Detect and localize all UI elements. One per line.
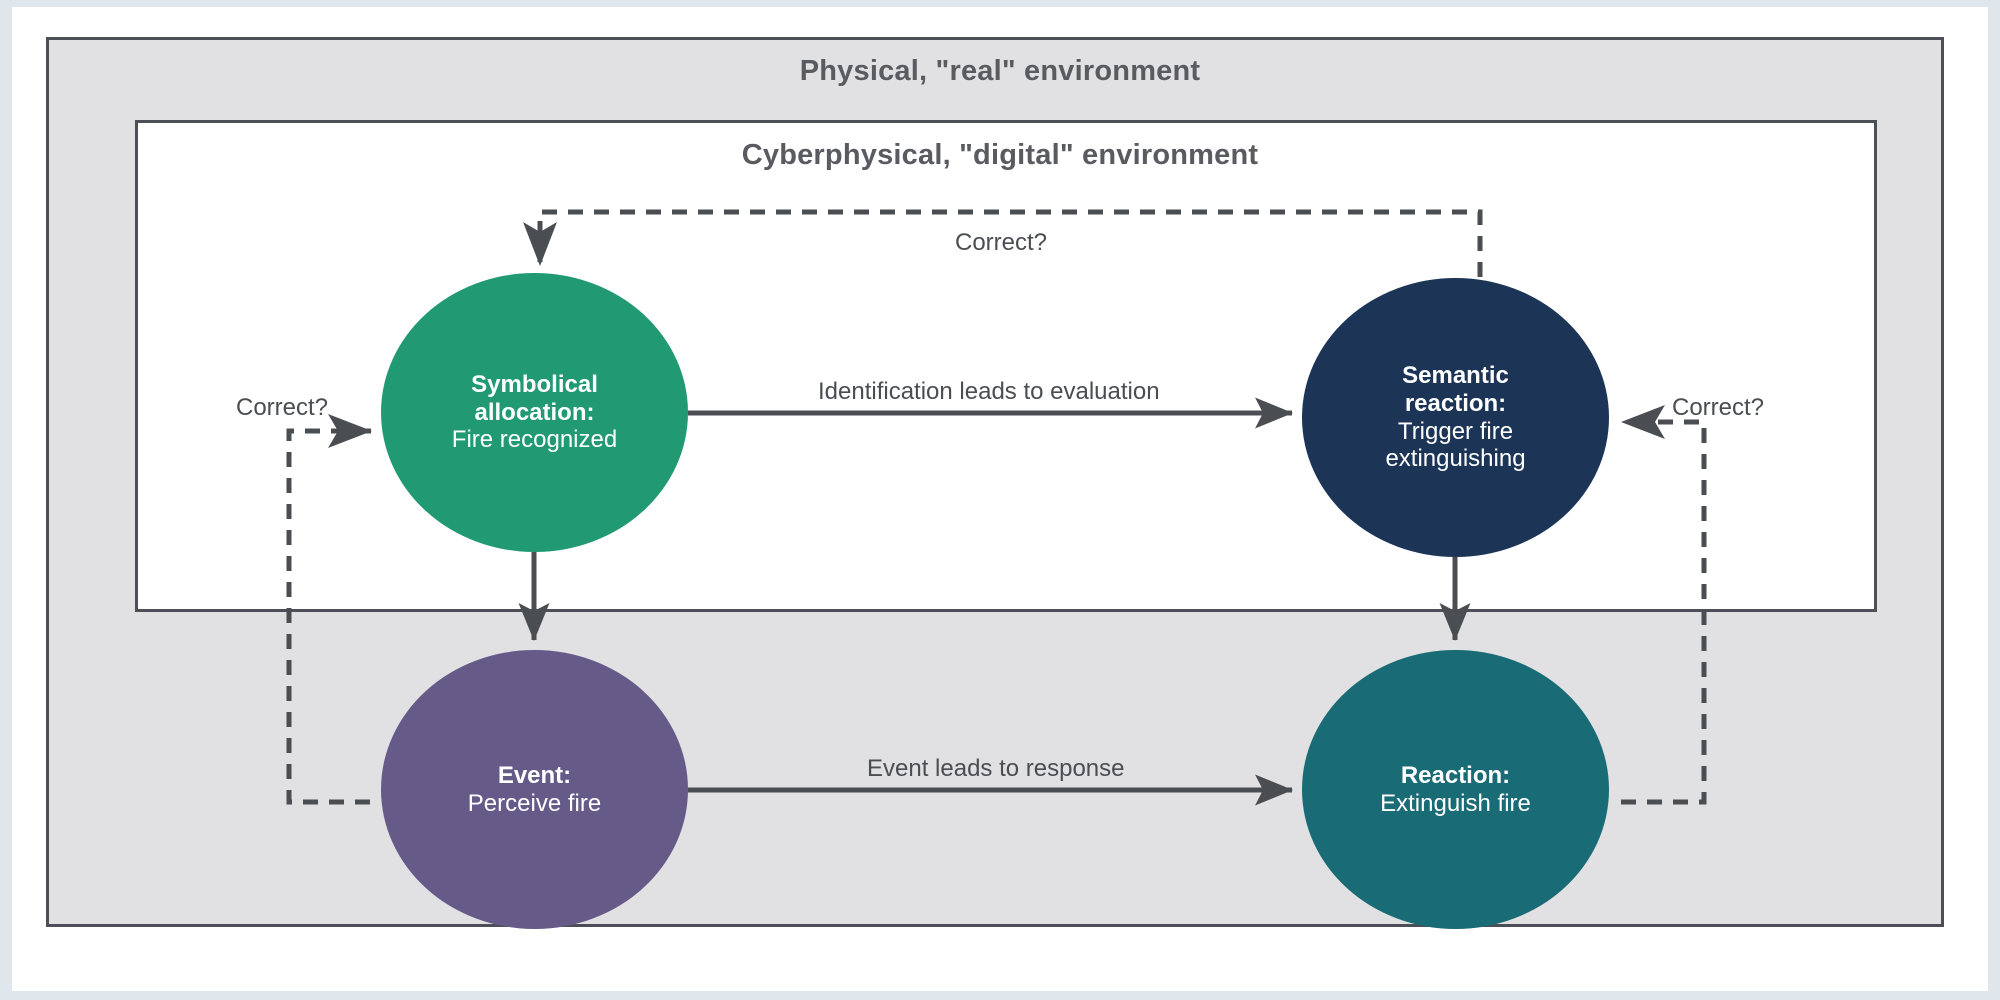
node-symbolical-allocation[interactable]: Symbolical allocation: Fire recognized bbox=[381, 273, 688, 552]
node-semantic-reaction-subtitle-line1: Trigger fire bbox=[1397, 417, 1514, 445]
arrow-layer bbox=[286, 209, 1707, 806]
node-reaction[interactable]: Reaction: Extinguish fire bbox=[1302, 650, 1609, 929]
node-event-title: Event: bbox=[497, 761, 572, 789]
node-symbolical-allocation-subtitle: Fire recognized bbox=[451, 426, 618, 454]
arrow-feedback-right bbox=[1621, 405, 1707, 805]
node-semantic-reaction[interactable]: Semantic reaction: Trigger fire extingui… bbox=[1302, 278, 1609, 557]
node-reaction-title: Reaction: bbox=[1400, 761, 1511, 789]
node-semantic-reaction-title-line1: Semantic bbox=[1402, 361, 1509, 389]
node-semantic-reaction-title-line2: reaction: bbox=[1404, 389, 1507, 417]
node-event[interactable]: Event: Perceive fire bbox=[381, 650, 688, 929]
edge-label-correct-top: Correct? bbox=[955, 229, 1048, 256]
edge-label-correct-left: Correct? bbox=[236, 394, 329, 421]
cyberphysical-environment-title: Cyberphysical, "digital" environment bbox=[741, 139, 1259, 171]
edge-label-event-leads-to-response: Event leads to response bbox=[867, 755, 1125, 782]
edge-label-identification-leads-to-evaluation: Identification leads to evaluation bbox=[818, 378, 1160, 405]
node-symbolical-allocation-title-line2: allocation: bbox=[474, 398, 595, 426]
diagram-canvas: Physical, "real" environment Cyberphysic… bbox=[12, 7, 1988, 991]
node-reaction-subtitle: Extinguish fire bbox=[1380, 789, 1531, 817]
arrow-feedback-left bbox=[286, 414, 372, 805]
physical-environment-title: Physical, "real" environment bbox=[799, 55, 1201, 87]
node-event-subtitle: Perceive fire bbox=[467, 789, 602, 817]
edge-label-correct-right: Correct? bbox=[1672, 394, 1765, 421]
arrow-feedback-top bbox=[523, 209, 1483, 277]
node-semantic-reaction-subtitle-line2: extinguishing bbox=[1385, 445, 1526, 473]
node-symbolical-allocation-title-line1: Symbolical bbox=[471, 370, 598, 398]
